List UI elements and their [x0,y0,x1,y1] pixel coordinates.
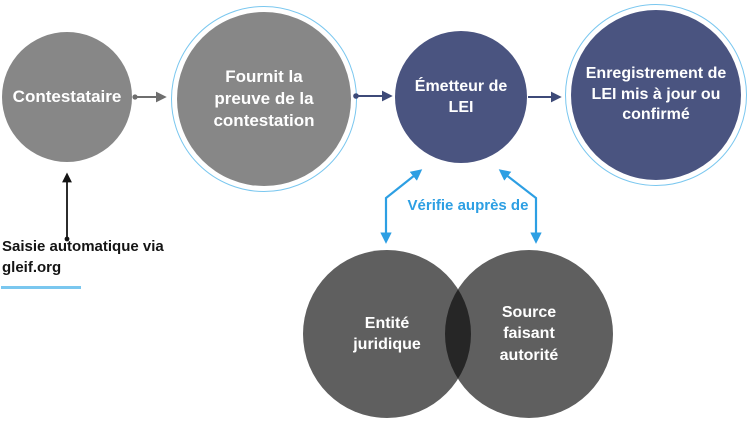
ring-preuve-circle [171,6,357,192]
arrow-contestataire-to-preuve [132,91,167,103]
arrow-preuve-to-emetteur [353,90,393,102]
node-emetteur-lei-label: Émetteur de LEI [414,77,508,116]
node-contestataire-label: Contestataire [12,87,122,106]
node-fournit-preuve: Fournit la preuve de la contestation [177,12,351,186]
node-source-autorite-label: Source faisant autorité [499,304,559,364]
saisie-automatique-annotation: Saisie automatique via gleif.org [2,236,192,278]
node-entite-juridique: Entité juridique [303,250,471,418]
node-entite-juridique-label: Entité juridique [353,314,421,353]
gleif-org-link[interactable]: gleif.org [2,259,62,276]
node-enregistrement-confirme-label: Enregistrement de LEI mis à jour ou conf… [585,64,727,124]
ring-enregistrement-circle [565,4,747,186]
gleif-link-underline [1,286,81,289]
arrow-saisie-to-contestataire [62,172,72,242]
node-enregistrement-confirme: Enregistrement de LEI mis à jour ou conf… [571,10,741,180]
saisie-automatique-line1: Saisie automatique via [2,238,164,255]
node-emetteur-lei: Émetteur de LEI [395,31,527,163]
node-contestataire: Contestataire [2,32,132,162]
node-fournit-preuve-label: Fournit la preuve de la contestation [213,66,315,131]
node-source-autorite: Source faisant autorité [445,250,613,418]
verifie-aupres-de-label: Vérifie auprès de [407,197,529,214]
